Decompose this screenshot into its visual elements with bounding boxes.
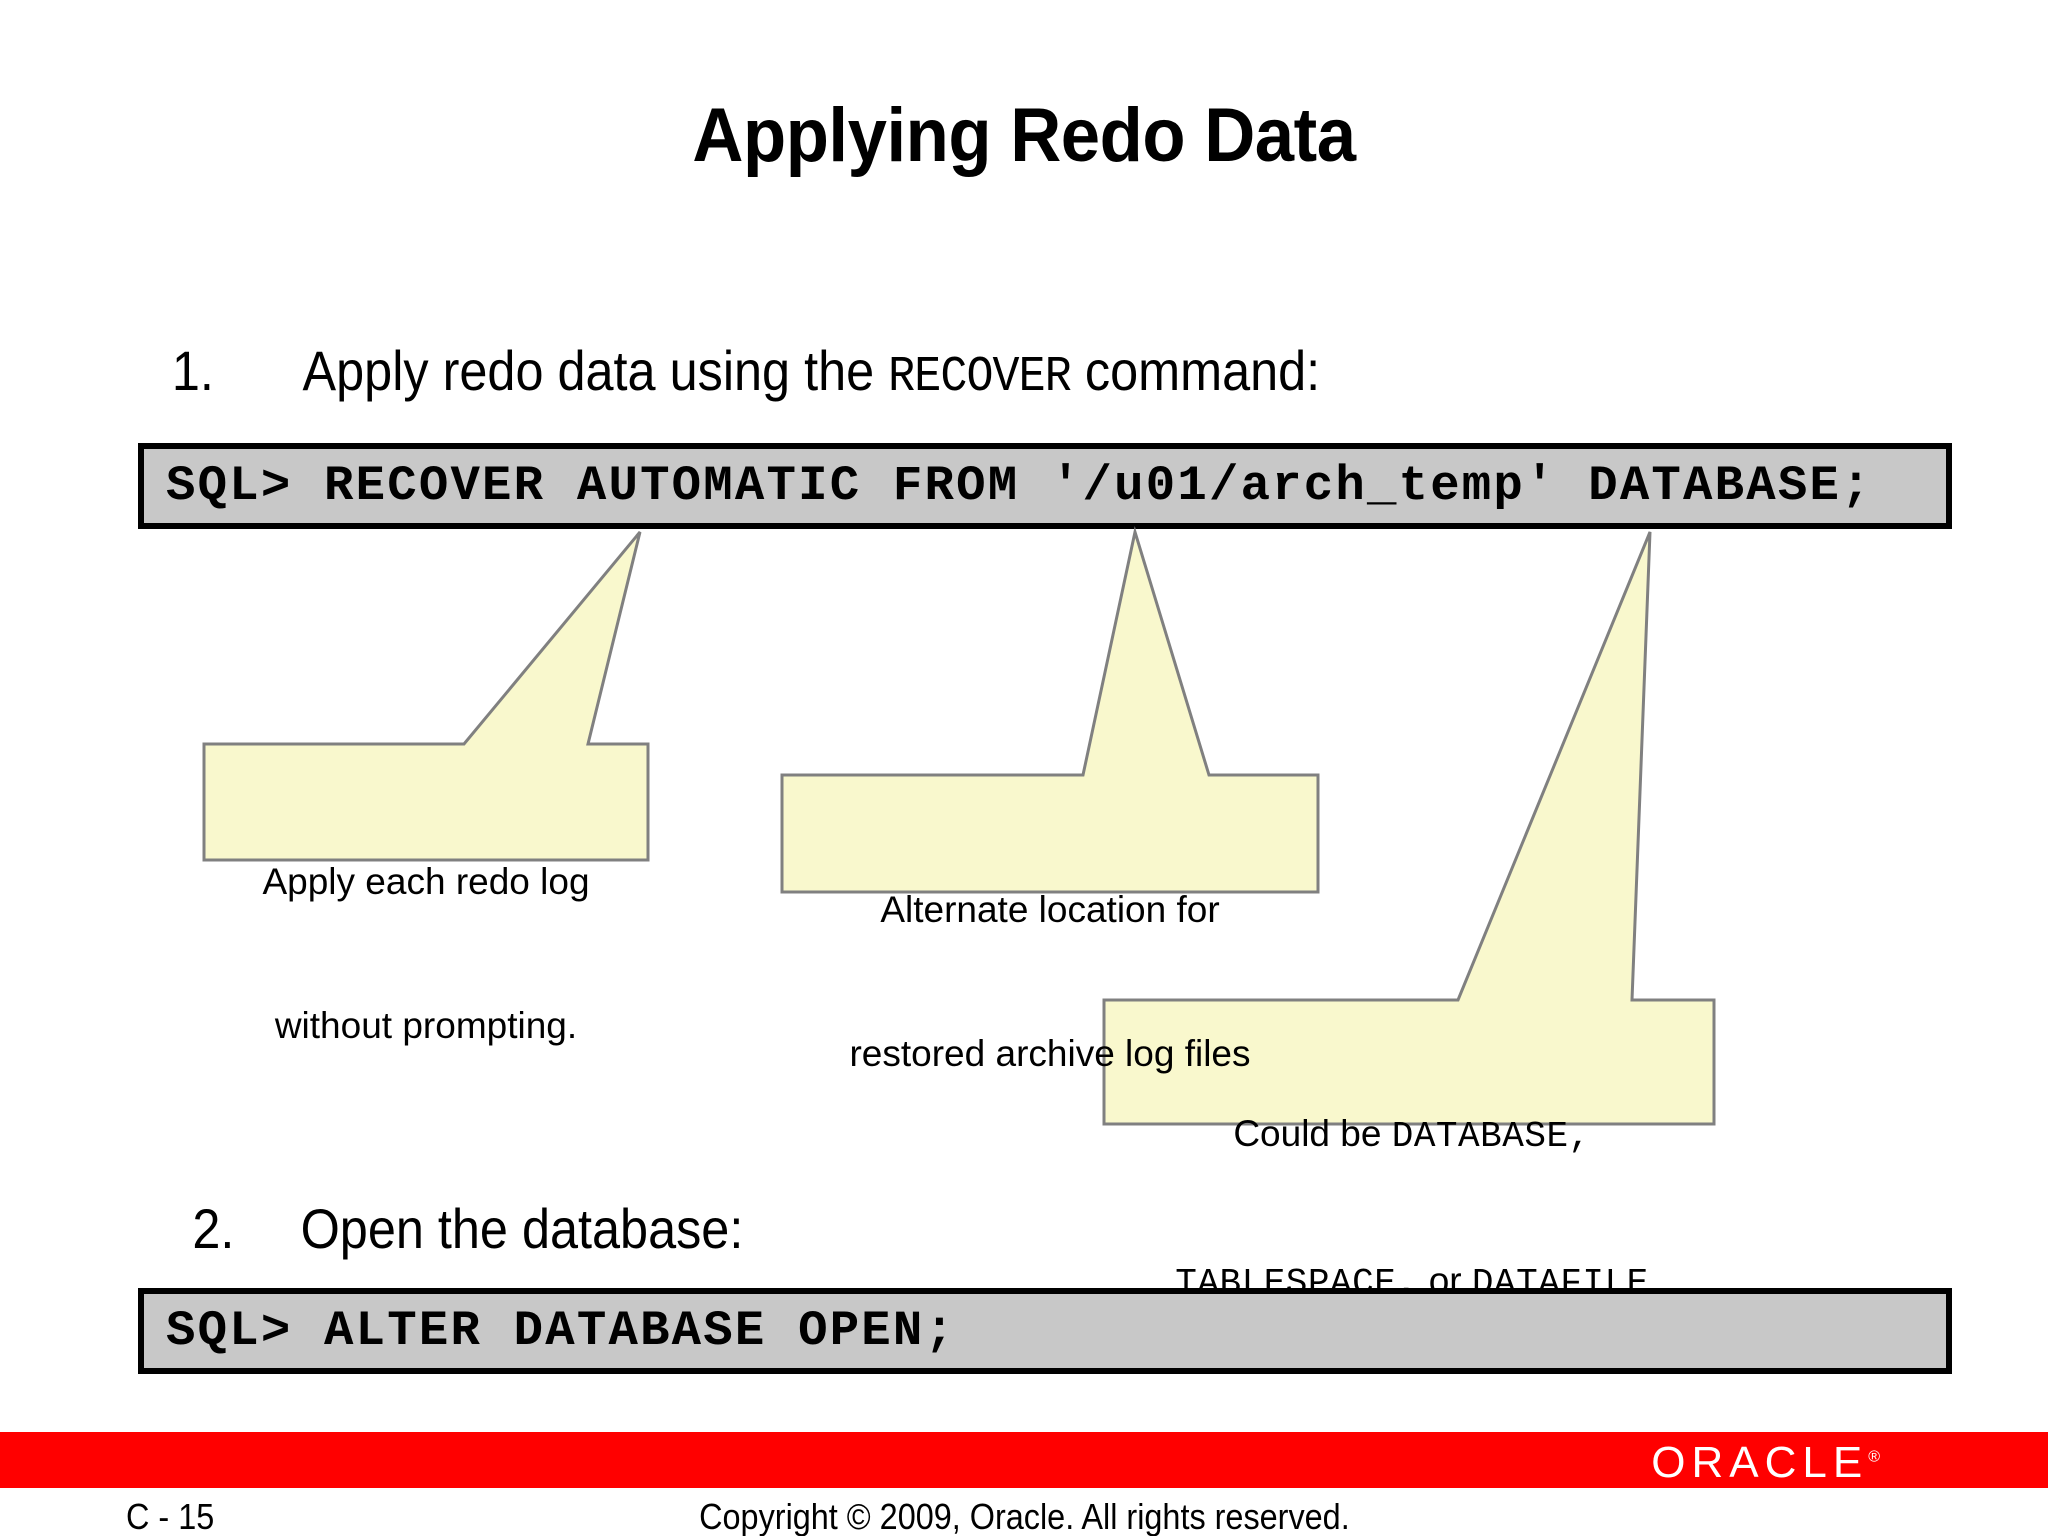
step-2-text: Open the database: [300,1197,744,1260]
step-1-text-before: Apply redo data using the [302,339,889,402]
copyright-notice: Copyright © 2009, Oracle. All rights res… [0,1496,2048,1536]
callout-automatic-line-1: Apply each redo log [262,861,590,902]
callout-automatic-line-2: without prompting. [274,1005,578,1046]
registered-trademark-icon: ® [1868,1448,1880,1466]
callout-object-type-line-1: Could be DATABASE, [1110,1110,1714,1161]
oracle-logo-text: ORACLE [1651,1438,1869,1487]
page-number: C - 15 [126,1496,215,1536]
step-2: 2. Open the database: [188,1196,768,1261]
step-2-number: 2. [192,1197,235,1260]
copyright-text: Copyright © 2009, Oracle. All rights res… [698,1496,1350,1536]
callout-alternate-location-line-2: restored archive log files [849,1033,1251,1074]
callout-alternate-location-line-1: Alternate location for [880,889,1220,930]
code-text-recover: SQL> RECOVER AUTOMATIC FROM '/u01/arch_t… [166,458,1873,514]
callout-automatic-text: Apply each redo log without prompting. [210,762,642,1146]
callout-object-type-keyword-database: DATABASE, [1391,1116,1591,1157]
code-box-alter-database: SQL> ALTER DATABASE OPEN; [138,1288,1952,1374]
step-1-text-after: command: [1070,339,1321,402]
oracle-logo: ORACLE® [1651,1438,1880,1488]
page-title: Applying Redo Data [692,93,1356,178]
code-text-alter-database: SQL> ALTER DATABASE OPEN; [166,1303,957,1359]
step-1-keyword: RECOVER [888,349,1072,406]
step-1-text: Apply redo data using the RECOVER comman… [303,338,1321,406]
step-1-number: 1. [171,339,214,402]
callout-object-type-prefix: Could be [1233,1113,1392,1154]
step-1: 1. Apply redo data using the RECOVER com… [168,338,1377,406]
footer-red-band [0,1432,2048,1488]
code-box-recover: SQL> RECOVER AUTOMATIC FROM '/u01/arch_t… [138,443,1952,529]
callout-alternate-location-text: Alternate location for restored archive … [790,790,1310,1174]
